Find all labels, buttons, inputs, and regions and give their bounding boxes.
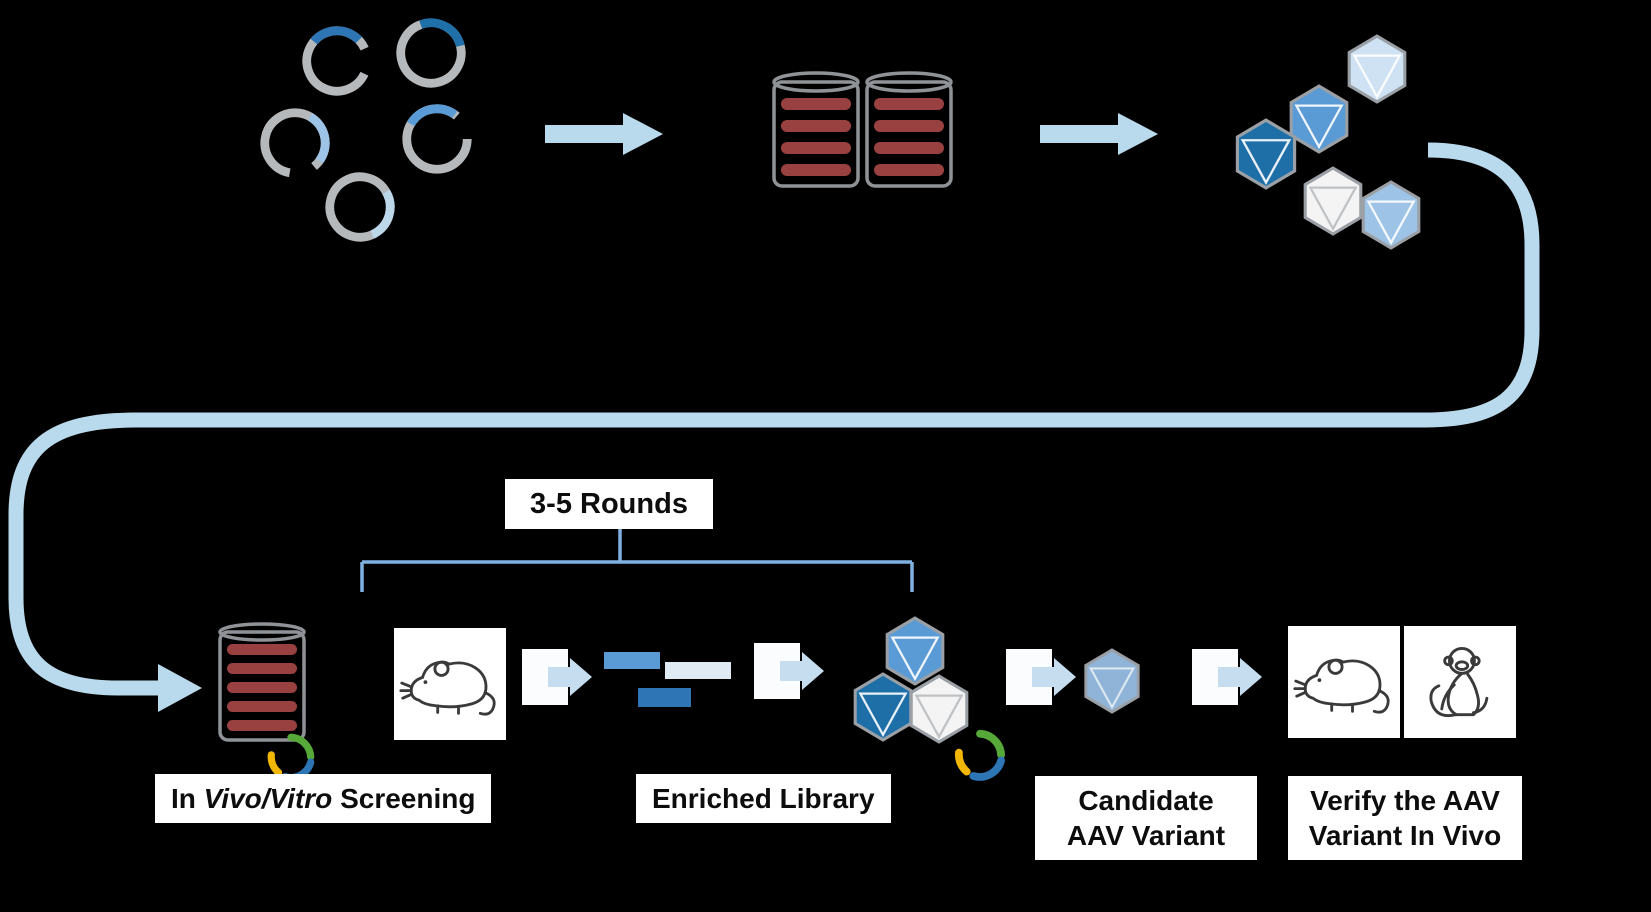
screening-text-italic: Vivo/Vitro	[203, 783, 333, 814]
transition-arrow-icon	[522, 649, 592, 705]
monkey-icon	[1429, 646, 1489, 718]
cell-stack-icon	[218, 622, 306, 742]
candidate-line1: Candidate	[1078, 785, 1214, 816]
capsid-icon	[1347, 34, 1407, 104]
rounds-label: 3-5 Rounds	[505, 479, 713, 530]
cell-stack-icon	[772, 71, 860, 188]
enriched-text: Enriched Library	[652, 783, 875, 814]
screening-label: In Vivo/Vitro Screening	[155, 774, 492, 823]
candidate-line2: AAV Variant	[1066, 820, 1226, 851]
dna-fragment-bar	[638, 688, 691, 707]
brand-logo	[950, 726, 1010, 786]
capsid-icon	[1361, 180, 1421, 250]
rounds-bracket	[360, 528, 914, 592]
mouse-icon	[399, 660, 496, 716]
verify-label: Verify the AAV Variant In Vivo	[1288, 776, 1522, 860]
rounds-text: 3-5 Rounds	[530, 488, 688, 520]
candidate-capsid-icon	[1084, 648, 1140, 714]
dna-fragment-bar	[665, 662, 731, 679]
screening-text-suffix: Screening	[332, 783, 476, 814]
mouse-box	[394, 628, 506, 740]
plasmid-icon	[302, 26, 372, 96]
plasmid-icon	[402, 104, 472, 174]
transition-arrow-icon	[1192, 649, 1262, 705]
mouse-icon	[1293, 658, 1390, 714]
arrow-right-icon	[545, 113, 663, 155]
plasmid-icon	[260, 108, 330, 178]
screening-text-prefix: In	[171, 783, 204, 814]
cell-stack-icon	[865, 71, 953, 188]
plasmid-icon	[325, 172, 395, 242]
enriched-library-label: Enriched Library	[636, 774, 891, 823]
dna-fragment-bar	[604, 652, 660, 669]
monkey-box	[1404, 626, 1516, 738]
verify-line2: Variant In Vivo	[1308, 820, 1502, 851]
mouse-box	[1288, 626, 1400, 738]
capsid-icon	[853, 672, 913, 742]
arrow-right-icon	[1040, 113, 1158, 155]
capsid-icon	[1303, 166, 1363, 236]
transition-arrow-icon	[754, 643, 824, 699]
transition-arrow-icon	[1006, 649, 1076, 705]
verify-line1: Verify the AAV	[1310, 785, 1500, 816]
capsid-icon	[1235, 118, 1297, 190]
plasmid-icon	[396, 18, 466, 88]
candidate-label: Candidate AAV Variant	[1035, 776, 1257, 860]
